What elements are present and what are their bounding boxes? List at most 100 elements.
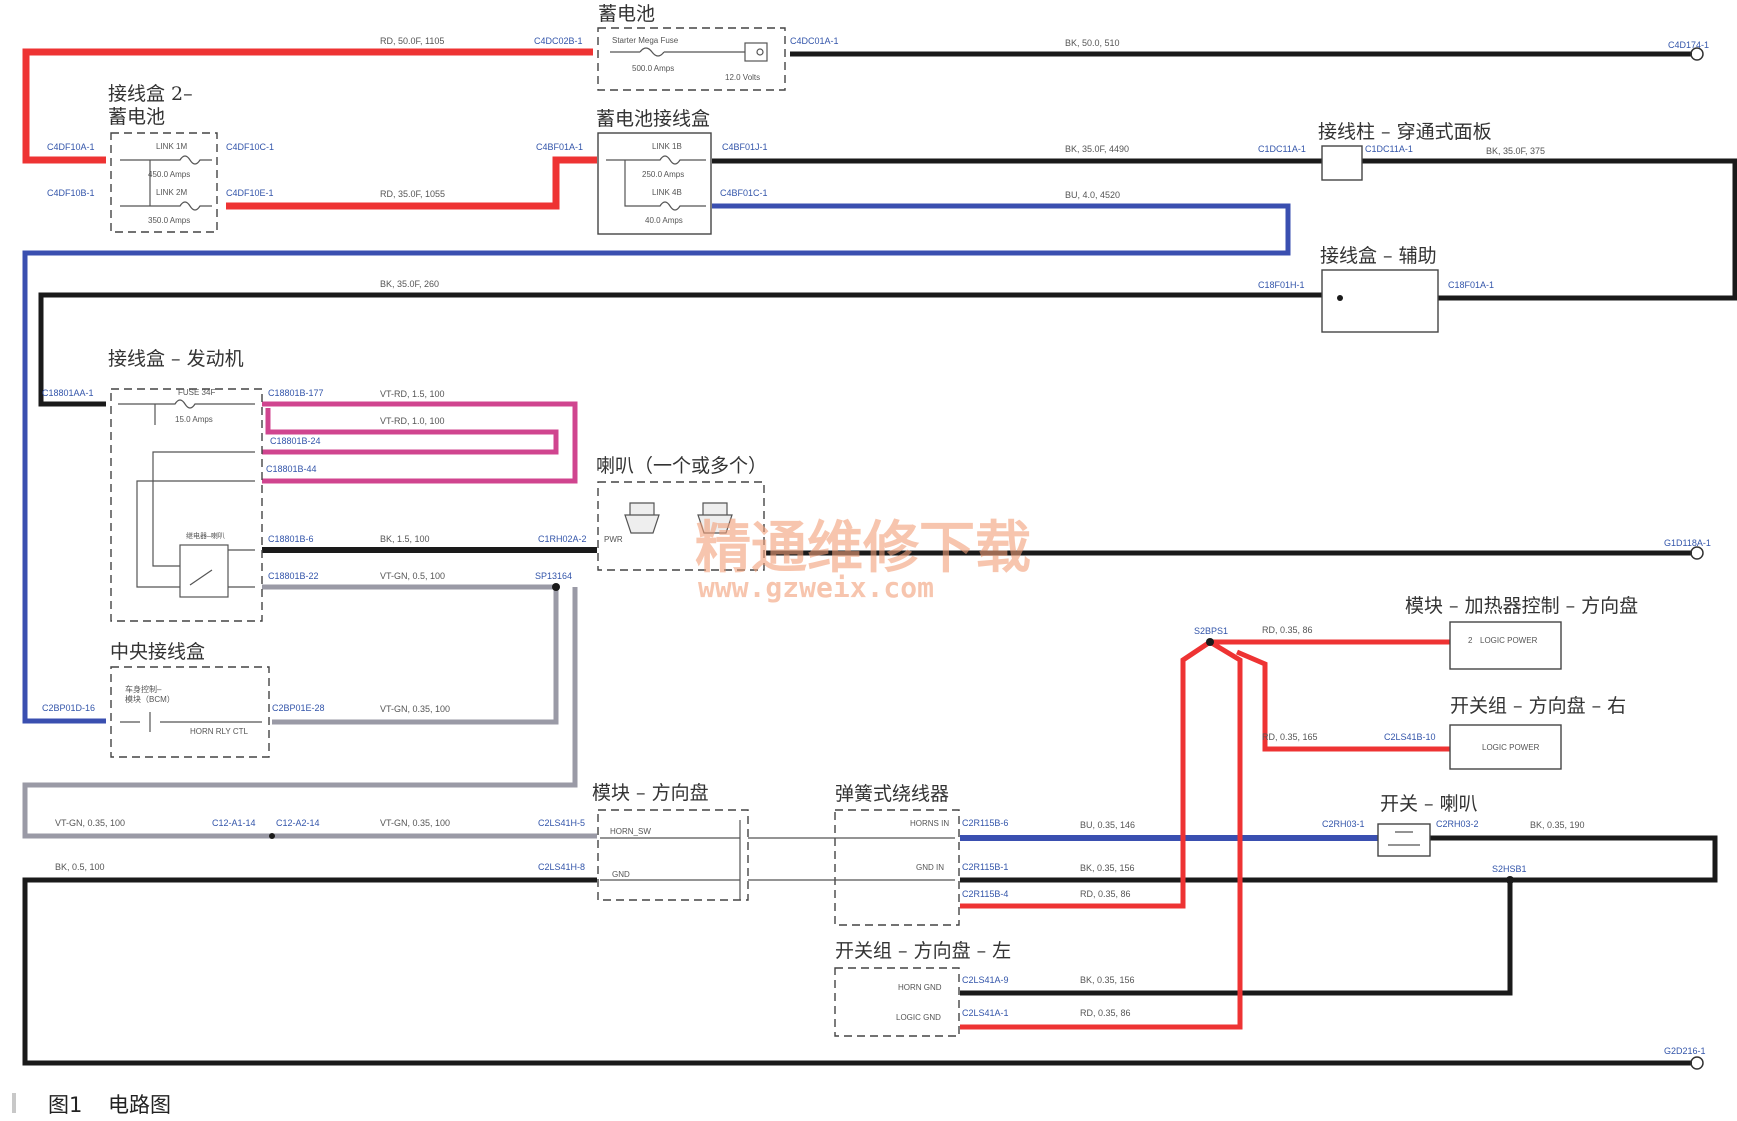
wire-label-w14: VT-GN, 0.35, 100: [380, 818, 450, 828]
jb2-box: [110, 132, 218, 233]
wire-vt-rd-2: [262, 408, 559, 455]
conn-c4df10a: C4DF10A-1: [47, 142, 95, 152]
gnd-in-label: GND IN: [916, 863, 944, 872]
battery-terminal: [756, 48, 764, 56]
wire-label-w1: RD, 50.0F, 1105: [380, 36, 444, 46]
conn-c4df10b: C4DF10B-1: [47, 188, 95, 198]
link1m-label: LINK 1M: [156, 142, 187, 151]
terminal-post-title: 接线柱 – 穿通式面板: [1318, 121, 1492, 143]
wire-label-w21: BK, 0.35, 190: [1530, 820, 1585, 830]
splice-s2bps1: [1206, 638, 1214, 646]
wire-label-w9: VT-RD, 1.0, 100: [380, 416, 445, 426]
heater-module-title: 模块 – 加热器控制 – 方向盘: [1405, 595, 1638, 617]
wire-label-w7: BK, 35.0F, 260: [380, 279, 439, 289]
pin2-label: 2: [1468, 636, 1473, 645]
wire-vt-gn-1: [262, 584, 559, 725]
battery-title: 蓄电池: [598, 3, 655, 25]
conn-c2r115b6: C2R115B-6: [962, 818, 1008, 828]
conn-c4bf01c: C4BF01C-1: [720, 188, 768, 198]
central-jb-title: 中央接线盒: [110, 641, 205, 663]
bcm-splice: [269, 833, 275, 839]
watermark-cn: 精通维修下载: [695, 515, 1031, 581]
conn-c18f01a: C18F01A-1: [1448, 280, 1494, 290]
starter-fuse-label: Starter Mega Fuse: [612, 36, 679, 45]
ground-c4d174: [1690, 47, 1704, 61]
conn-c4bf01a: C4BF01A-1: [536, 142, 583, 152]
conn-c2ls41h8: C2LS41H-8: [538, 862, 585, 872]
conn-c2ls41a9: C2LS41A-9: [962, 975, 1009, 985]
battery-jb-box: [597, 132, 712, 235]
horn-speakers: [624, 502, 733, 534]
conn-c1dc11a: C1DC11A-1: [1258, 144, 1306, 154]
horn-sw-label: HORN_SW: [610, 827, 651, 836]
internal-labels: Starter Mega Fuse 500.0 Amps 12.0 Volts …: [125, 36, 1540, 1022]
conn-s2hsb1: S2HSB1: [1492, 864, 1527, 874]
link1b-label: LINK 1B: [652, 142, 682, 151]
conn-c18801b24: C18801B-24: [270, 436, 321, 446]
wire-label-w4: BK, 35.0F, 4490: [1065, 144, 1129, 154]
wire-labels: RD, 50.0F, 1105 BK, 50.0, 510 RD, 35.0F,…: [55, 36, 1585, 1018]
clock-spring-title: 弹簧式绕线器: [835, 783, 949, 805]
wire-label-w18: RD, 0.35, 86: [1080, 889, 1131, 899]
aux-dot: [1337, 295, 1343, 301]
battery-jb-title: 蓄电池接线盒: [596, 108, 710, 130]
horn-box: [597, 481, 765, 571]
heater-module-box: [1449, 621, 1562, 670]
component-boxes: [110, 27, 1562, 1037]
wire-label-w10: BK, 1.5, 100: [380, 534, 430, 544]
conn-c2r115b4: C2R115B-4: [962, 889, 1008, 899]
engine-jb-title: 接线盒 – 发动机: [108, 348, 244, 370]
conn-c12a1: C12-A1-14: [212, 818, 256, 828]
wire-label-w2: BK, 50.0, 510: [1065, 38, 1120, 48]
engine-jb-box: [110, 388, 263, 622]
conn-c2ls41a1: C2LS41A-1: [962, 1008, 1009, 1018]
wire-vt-gn-2: [22, 587, 597, 839]
bcm-label-2: 模块（BCM）: [125, 694, 175, 704]
wire-label-w12: VT-GN, 0.35, 100: [380, 704, 450, 714]
wire-label-w20: RD, 0.35, 165: [1262, 732, 1318, 742]
wire-bk-156: [960, 880, 1513, 996]
conn-c2rh03a: C2RH03-1: [1322, 819, 1365, 829]
conn-c18f01h: C18F01H-1: [1258, 280, 1305, 290]
wire-bk-375: [1362, 158, 1737, 301]
caption-bar: [12, 1093, 16, 1113]
horn-speaker-2: [697, 502, 733, 534]
component-titles: 蓄电池 接线盒 2– 蓄电池 蓄电池接线盒 接线柱 – 穿通式面板 接线盒 – …: [108, 3, 1638, 962]
gnd-label: GND: [612, 870, 630, 879]
starter-fuse-symbol: [610, 47, 745, 57]
relay-contact: [189, 549, 255, 588]
wire-label-w22: BK, 0.35, 156: [1080, 975, 1135, 985]
wire-label-w6: BU, 4.0, 4520: [1065, 190, 1120, 200]
wire-label-w13: VT-GN, 0.35, 100: [55, 818, 125, 828]
switch-left-title: 开关组 – 方向盘 – 左: [835, 940, 1011, 962]
horn-title: 喇叭（一个或多个）: [596, 455, 767, 477]
conn-c2ls41b: C2LS41B-10: [1384, 732, 1436, 742]
clock-spring-box: [834, 809, 960, 926]
relay-symbol: [179, 544, 229, 598]
logic-gnd-label: LOGIC GND: [896, 1013, 941, 1022]
horn-speaker-1: [624, 502, 660, 534]
ground-g1d118a: [1690, 546, 1704, 560]
watermark-url: www.gzweix.com: [698, 571, 934, 604]
link2m-label: LINK 2M: [156, 188, 187, 197]
wire-label-w5: BK, 35.0F, 375: [1486, 146, 1545, 156]
wire-bk-gnd-loop: [22, 877, 1692, 1066]
conn-g2d216: G2D216-1: [1664, 1046, 1706, 1056]
conn-c1rh02a: C1RH02A-2: [538, 534, 587, 544]
conn-c4bf01j: C4BF01J-1: [722, 142, 768, 152]
link1m-symbol: [120, 155, 212, 165]
horn-rly-ctl-label: HORN RLY CTL: [190, 727, 248, 736]
wire-rd-1105: [22, 48, 593, 164]
horn-switch-symbol: [1388, 831, 1420, 846]
conn-c4df10e: C4DF10E-1: [226, 188, 274, 198]
clock-spring-lines: [748, 837, 955, 881]
caption-fig: 图1: [48, 1093, 82, 1117]
aux-jb-title: 接线盒 – 辅助: [1320, 245, 1437, 267]
watermark: 精通维修下载 www.gzweix.com: [695, 515, 1031, 604]
link4b-symbol: [624, 160, 706, 211]
conn-c18801b44: C18801B-44: [266, 464, 317, 474]
conn-c2bp01e: C2BP01E-28: [272, 703, 325, 713]
fuse34f-label: FUSE 34F: [178, 388, 215, 397]
link2m-amps: 350.0 Amps: [148, 216, 190, 225]
conn-c4dc01a: C4DC01A-1: [790, 36, 839, 46]
